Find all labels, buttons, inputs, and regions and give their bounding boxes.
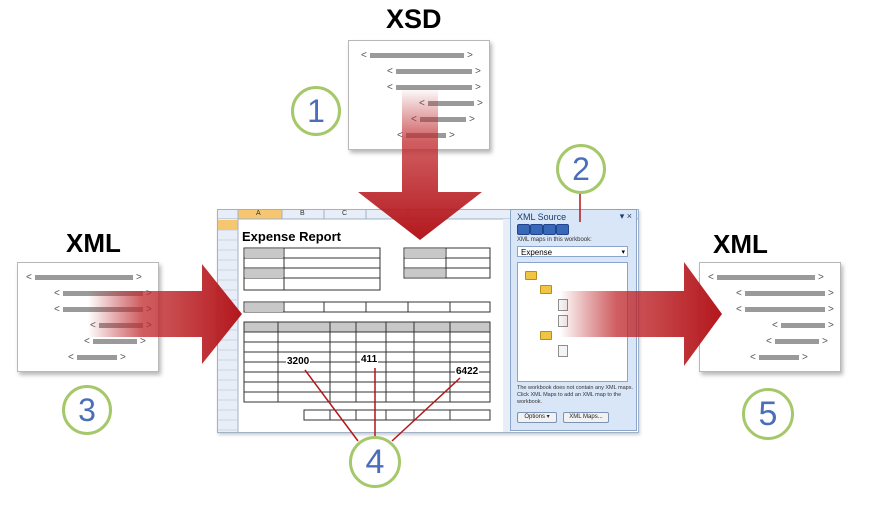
arrow-xsd-to-worksheet — [358, 88, 482, 240]
report-title: Expense Report — [242, 229, 341, 244]
xsd-label: XSD — [386, 4, 442, 34]
xml-output-document: <> <> <> <> <> <> — [699, 262, 841, 372]
callout-2: 2 — [556, 144, 606, 194]
arrow-worksheet-to-xml — [560, 262, 722, 366]
folder-icon — [525, 271, 537, 280]
folder-icon — [540, 331, 552, 340]
toolbar-button-4[interactable] — [556, 224, 569, 235]
arrow-xml-to-worksheet — [88, 264, 242, 364]
xml-maps-button[interactable]: XML Maps... — [563, 412, 609, 423]
xml-input-label: XML — [66, 228, 121, 258]
value-cell-1: 3200 — [286, 356, 311, 367]
toolbar-button-3[interactable] — [543, 224, 556, 235]
column-header-a: A — [256, 210, 261, 217]
toolbar-button-2[interactable] — [530, 224, 543, 235]
callout-3: 3 — [62, 385, 112, 435]
options-button[interactable]: Options ▾ — [517, 412, 557, 423]
callout-5: 5 — [742, 388, 794, 440]
value-cell-2: 411 — [360, 354, 379, 365]
column-header-c: C — [342, 210, 348, 217]
selected-map: Expense — [521, 248, 553, 257]
maps-label: XML maps in this workbook: — [517, 237, 592, 243]
pane-title: XML Source — [517, 212, 567, 222]
callout-4: 4 — [349, 436, 401, 488]
column-header-b: B — [300, 210, 305, 217]
close-icon[interactable]: ▾ × — [619, 211, 632, 221]
callout-1: 1 — [291, 86, 341, 136]
xml-output-label: XML — [713, 229, 768, 259]
pane-note: The workbook does not contain any XML ma… — [517, 385, 633, 405]
value-cell-3: 6422 — [455, 366, 480, 377]
xml-map-select[interactable]: Expense ▾ — [517, 246, 628, 257]
file-icon — [558, 345, 568, 357]
toolbar-button-1[interactable] — [517, 224, 530, 235]
chevron-down-icon: ▾ — [621, 249, 625, 256]
folder-icon — [540, 285, 552, 294]
